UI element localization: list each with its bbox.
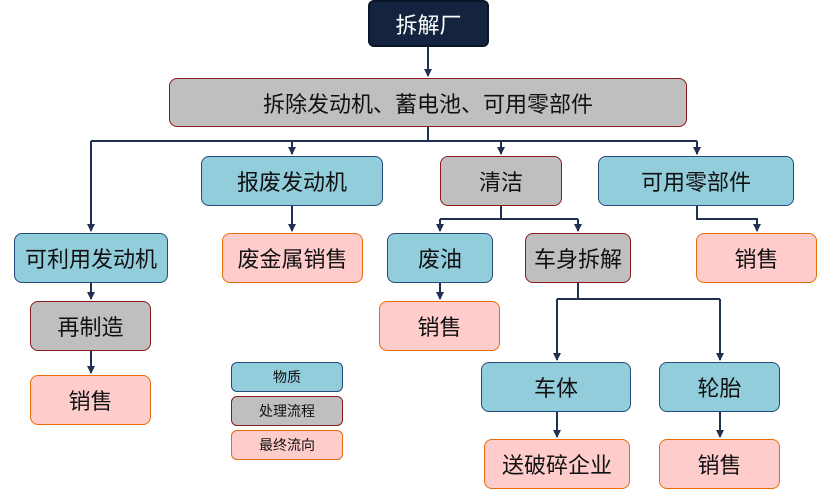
node-tire-sales: 销售	[659, 439, 780, 489]
node-body-dismantle: 车身拆解	[525, 233, 631, 283]
node-remanufacture: 再制造	[30, 301, 151, 351]
node-engine-sales: 销售	[30, 375, 151, 425]
node-oil-sales: 销售	[379, 301, 500, 351]
legend-process: 处理流程	[231, 396, 343, 426]
node-scrap-engine: 报废发动机	[201, 156, 383, 206]
node-scrap-metal-sale: 废金属销售	[222, 233, 363, 283]
node-crushing: 送破碎企业	[484, 439, 630, 489]
connector-dismantle-bus	[91, 127, 697, 142]
legend-final-destination: 最终流向	[231, 430, 343, 460]
node-car-body: 车体	[481, 362, 631, 412]
connector-body-bus	[557, 283, 720, 300]
node-clean: 清洁	[440, 156, 562, 206]
node-dismantling-plant: 拆解厂	[368, 0, 489, 47]
connector-clean-bus	[440, 206, 578, 220]
node-parts-sales: 销售	[696, 233, 817, 283]
arrow-to-parts-sales	[696, 206, 761, 232]
node-dismantle-components: 拆除发动机、蓄电池、可用零部件	[169, 78, 687, 127]
legend-material: 物质	[231, 362, 343, 392]
node-tires: 轮胎	[659, 362, 780, 412]
node-usable-parts: 可用零部件	[598, 156, 794, 206]
node-waste-oil: 废油	[387, 233, 493, 283]
node-usable-engine: 可利用发动机	[14, 233, 168, 283]
